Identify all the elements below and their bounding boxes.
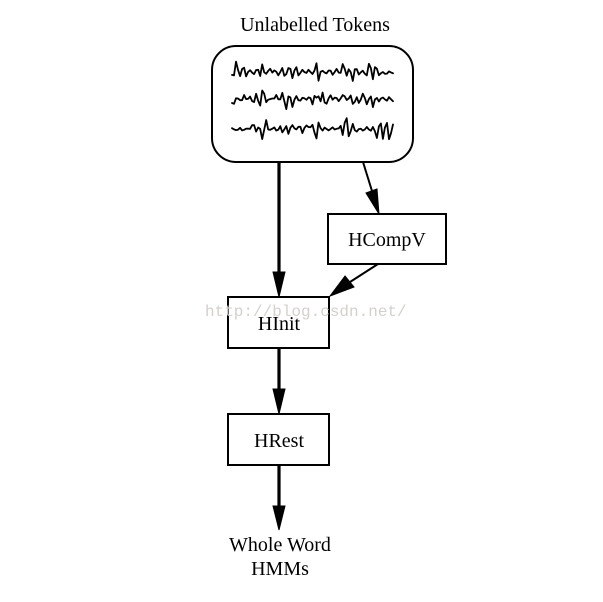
edge-tokens-to-hinit [272, 162, 286, 298]
hinit-label: HInit [258, 313, 301, 335]
waveforms-group [231, 60, 394, 141]
hcompv-node [327, 213, 447, 265]
tokens-label: Unlabelled Tokens [240, 14, 390, 36]
hcompv-label: HCompV [348, 229, 426, 251]
watermark-text: http://blog.csdn.net/ [205, 303, 407, 321]
edge-tokens-to-hcompv [362, 161, 380, 215]
edge-hcompv-to-hinit [328, 263, 379, 298]
waveform-2 [231, 89, 394, 110]
hrest-label: HRest [254, 430, 304, 452]
waveform-3 [231, 117, 394, 141]
arrowhead-icon [272, 271, 286, 298]
output-label-line-1: Whole Word [229, 534, 331, 556]
edge-hinit-to-hrest [272, 348, 286, 415]
arrowhead-icon [365, 188, 380, 215]
hrest-node [227, 413, 330, 466]
arrowhead-icon [328, 275, 355, 298]
edge-line [349, 263, 379, 283]
output-label-line-2: HMMs [251, 558, 309, 580]
arrowhead-icon [272, 505, 286, 531]
hinit-node [227, 296, 330, 349]
edge-hrest-to-output [272, 465, 286, 531]
edge-line [362, 161, 373, 192]
waveform-1 [231, 60, 394, 82]
arrowhead-icon [272, 388, 286, 415]
